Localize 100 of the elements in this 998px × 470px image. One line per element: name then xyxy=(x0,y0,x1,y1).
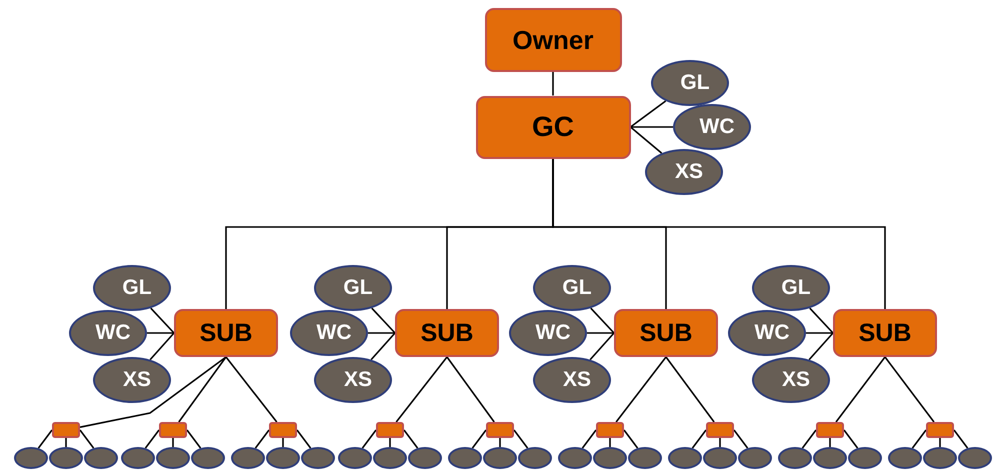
connector-line xyxy=(590,332,615,360)
connector-line xyxy=(370,332,396,360)
connector-line xyxy=(692,430,707,449)
ellipse xyxy=(301,447,335,469)
ellipse-label: WC xyxy=(96,321,130,345)
org-box xyxy=(476,96,630,158)
ellipse xyxy=(448,447,482,469)
ellipse xyxy=(408,447,442,469)
connector-line xyxy=(733,430,748,449)
connector-line xyxy=(843,430,858,449)
ellipse xyxy=(14,447,48,469)
connector-line xyxy=(802,430,817,449)
connector-line xyxy=(371,308,396,334)
connector-line xyxy=(513,430,528,449)
connector-line xyxy=(609,438,611,447)
box-label: Owner xyxy=(512,24,594,56)
connector-line xyxy=(630,126,662,154)
ellipse xyxy=(338,447,372,469)
connector-line xyxy=(147,332,174,334)
connector-line xyxy=(630,100,666,128)
connector-line xyxy=(144,430,160,449)
ellipse xyxy=(738,447,772,469)
ellipse-label: XS xyxy=(562,368,591,392)
ellipse-label: WC xyxy=(536,321,570,345)
ellipse xyxy=(49,447,83,469)
ellipse xyxy=(191,447,225,469)
ellipse xyxy=(668,447,702,469)
small-box xyxy=(486,422,514,438)
connector-line xyxy=(587,332,614,334)
ellipse xyxy=(923,447,957,469)
org-box xyxy=(395,309,499,357)
connector-line xyxy=(499,438,501,447)
connector-line xyxy=(953,430,968,449)
ellipse xyxy=(703,447,737,469)
ellipse xyxy=(231,447,265,469)
connector-line xyxy=(296,430,312,449)
small-box xyxy=(52,422,80,438)
ellipse-label: GL xyxy=(781,276,811,300)
org-box xyxy=(833,309,937,357)
connector-line xyxy=(808,332,834,360)
ellipse xyxy=(373,447,407,469)
connector-line xyxy=(912,430,927,449)
ellipse xyxy=(888,447,922,469)
small-box xyxy=(376,422,404,438)
small-box xyxy=(269,422,297,438)
connector-line xyxy=(806,332,833,334)
ellipse xyxy=(628,447,662,469)
connector-line xyxy=(623,430,638,449)
connector-line xyxy=(719,438,721,447)
ellipse-label: WC xyxy=(754,321,790,345)
org-box xyxy=(174,309,278,357)
connector-line xyxy=(186,430,202,449)
connector-line xyxy=(552,158,886,309)
connector-line xyxy=(582,430,597,449)
ellipse xyxy=(593,447,627,469)
ellipse-label: XS xyxy=(674,160,703,184)
box-label: SUB xyxy=(640,318,692,348)
ellipse-label: WC xyxy=(700,115,734,139)
connector-line xyxy=(79,430,94,449)
connector-line xyxy=(665,356,715,422)
small-box xyxy=(816,422,844,438)
ellipse-label: GL xyxy=(680,71,710,95)
connector-line xyxy=(368,332,395,334)
connector-line xyxy=(552,72,554,96)
org-box xyxy=(484,8,622,72)
ellipse xyxy=(778,447,812,469)
ellipse xyxy=(558,447,592,469)
ellipse xyxy=(518,447,552,469)
ellipse-label: WC xyxy=(316,321,352,345)
connector-line xyxy=(65,438,67,447)
ellipse xyxy=(156,447,190,469)
connector-line xyxy=(403,430,418,449)
ellipse-label: XS xyxy=(782,368,810,392)
ellipse-label: GL xyxy=(122,276,152,300)
box-label: GC xyxy=(532,111,574,143)
ellipse xyxy=(121,447,155,469)
connector-line xyxy=(178,356,227,422)
connector-line xyxy=(446,356,495,422)
box-label: SUB xyxy=(420,318,474,348)
ellipse xyxy=(266,447,300,469)
connector-line xyxy=(389,438,391,447)
ellipse-label: XS xyxy=(122,368,151,392)
small-box xyxy=(159,422,187,438)
ellipse-label: XS xyxy=(344,368,372,392)
role-ellipse xyxy=(93,357,171,403)
connector-line xyxy=(809,308,834,334)
connector-line xyxy=(254,430,270,449)
connector-line xyxy=(80,356,226,428)
connector-line xyxy=(829,438,831,447)
org-box xyxy=(614,309,718,357)
small-box xyxy=(596,422,624,438)
connector-line xyxy=(590,308,615,334)
small-box xyxy=(706,422,734,438)
connector-line xyxy=(630,126,673,128)
connector-line xyxy=(472,430,487,449)
ellipse xyxy=(813,447,847,469)
connector-line xyxy=(282,438,284,447)
ellipse xyxy=(848,447,882,469)
box-label: SUB xyxy=(858,318,912,348)
connector-line xyxy=(616,356,667,422)
